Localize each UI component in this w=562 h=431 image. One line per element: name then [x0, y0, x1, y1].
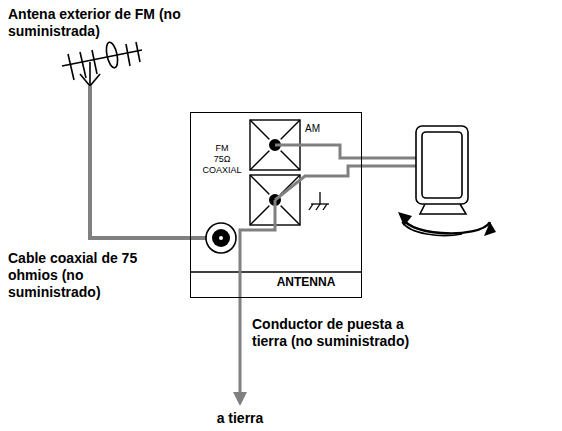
ground-symbol — [309, 192, 329, 210]
coaxial-cable — [90, 86, 206, 238]
antenna-terminal-panel: FM 75Ω COAXIAL AM ANTENNA — [190, 112, 362, 298]
terminal-label: AM — [305, 123, 335, 134]
terminal-label: FM 75Ω COAXIAL — [197, 143, 247, 176]
fm-antenna — [62, 41, 142, 86]
loop-leads — [275, 145, 416, 200]
rotate-arrowhead — [398, 212, 412, 226]
ground-arrowhead — [233, 392, 247, 406]
am-loop-antenna — [402, 126, 490, 236]
ground-conductor — [240, 200, 275, 396]
fm-jack — [206, 223, 236, 253]
rotate-arrowhead — [484, 222, 496, 236]
callout-label: Cable coaxial de 75 ohmios (no suministr… — [8, 250, 153, 301]
callout-label: Conductor de puesta a tierra (no suminis… — [252, 316, 442, 350]
callout-label: a tierra — [205, 410, 275, 427]
panel-divider — [190, 271, 362, 273]
terminal-label: ANTENNA — [251, 277, 361, 288]
callout-label: Antena exterior de FM (no suministrada) — [8, 6, 183, 40]
